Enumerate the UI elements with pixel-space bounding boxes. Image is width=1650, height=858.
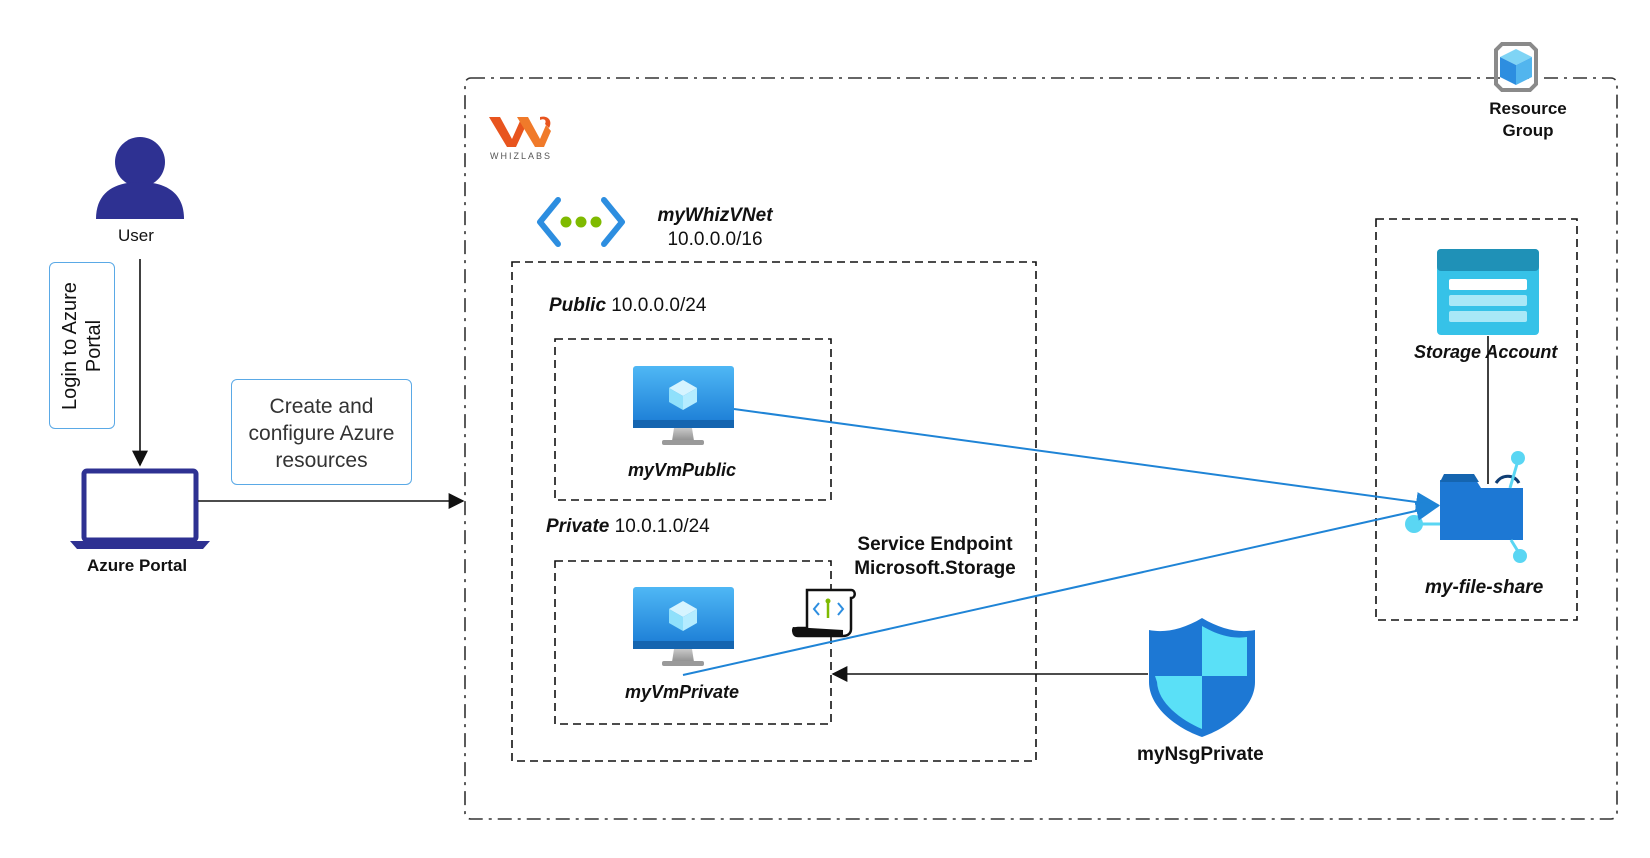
vnet-icon xyxy=(537,197,625,247)
create-line-2: configure Azure xyxy=(248,422,395,445)
storage-account-boundary xyxy=(1375,218,1578,621)
nsg-label: myNsgPrivate xyxy=(1137,744,1264,765)
private-subnet-cidr: 10.0.1.0/24 xyxy=(614,516,710,537)
login-callout: Login to Azure Portal xyxy=(49,262,115,429)
resource-group-line-1: Resource xyxy=(1489,99,1567,118)
fileshare-icon xyxy=(1405,451,1527,563)
service-endpoint-icon xyxy=(791,588,856,638)
resource-group-boundary xyxy=(464,77,1618,820)
laptop-icon xyxy=(70,468,210,549)
create-configure-callout: Create and configure Azure resources xyxy=(231,379,412,485)
private-subnet-name: Private xyxy=(546,516,610,537)
resource-group-line-2: Group xyxy=(1502,121,1554,140)
vm-private-icon xyxy=(633,587,734,666)
public-subnet-label: Public 10.0.0.0/24 xyxy=(549,295,706,317)
service-endpoint-line-2: Microsoft.Storage xyxy=(854,558,1016,579)
service-endpoint-line-1: Service Endpoint xyxy=(857,534,1013,555)
fileshare-label: my-file-share xyxy=(1425,577,1544,598)
vnet-label: myWhizVNet 10.0.0.0/16 xyxy=(640,204,790,252)
private-subnet-label: Private 10.0.1.0/24 xyxy=(546,516,710,538)
public-subnet-boundary xyxy=(554,338,832,501)
whizlabs-logo xyxy=(489,116,551,147)
whizlabs-wordmark: WHIZLABS xyxy=(490,151,553,161)
public-subnet-cidr: 10.0.0.0/24 xyxy=(611,295,707,316)
azure-portal-label: Azure Portal xyxy=(87,556,188,575)
public-subnet-name: Public xyxy=(549,295,607,316)
storage-account-label: Storage Account xyxy=(1414,342,1558,362)
resource-group-icon xyxy=(1494,42,1538,92)
vm-public-icon xyxy=(633,366,734,445)
resource-group-label: Resource Group xyxy=(1476,98,1580,142)
storage-account-icon xyxy=(1437,249,1539,335)
create-line-1: Create and xyxy=(269,395,374,418)
create-line-3: resources xyxy=(275,449,368,472)
nsg-shield-icon xyxy=(1149,618,1255,737)
user-icon xyxy=(96,137,184,219)
user-label: User xyxy=(118,226,154,245)
public-vm-to-fileshare-link xyxy=(733,408,1440,512)
vnet-name: myWhizVNet xyxy=(657,205,773,226)
login-callout-label: Login to Azure Portal xyxy=(59,281,105,410)
vm-private-label: myVmPrivate xyxy=(625,682,740,702)
private-vm-to-fileshare-link xyxy=(682,501,1440,676)
vnet-cidr: 10.0.0.0/16 xyxy=(667,229,763,250)
service-endpoint-label: Service Endpoint Microsoft.Storage xyxy=(845,533,1025,581)
vm-public-label: myVmPublic xyxy=(628,460,737,480)
vnet-boundary xyxy=(511,261,1037,762)
